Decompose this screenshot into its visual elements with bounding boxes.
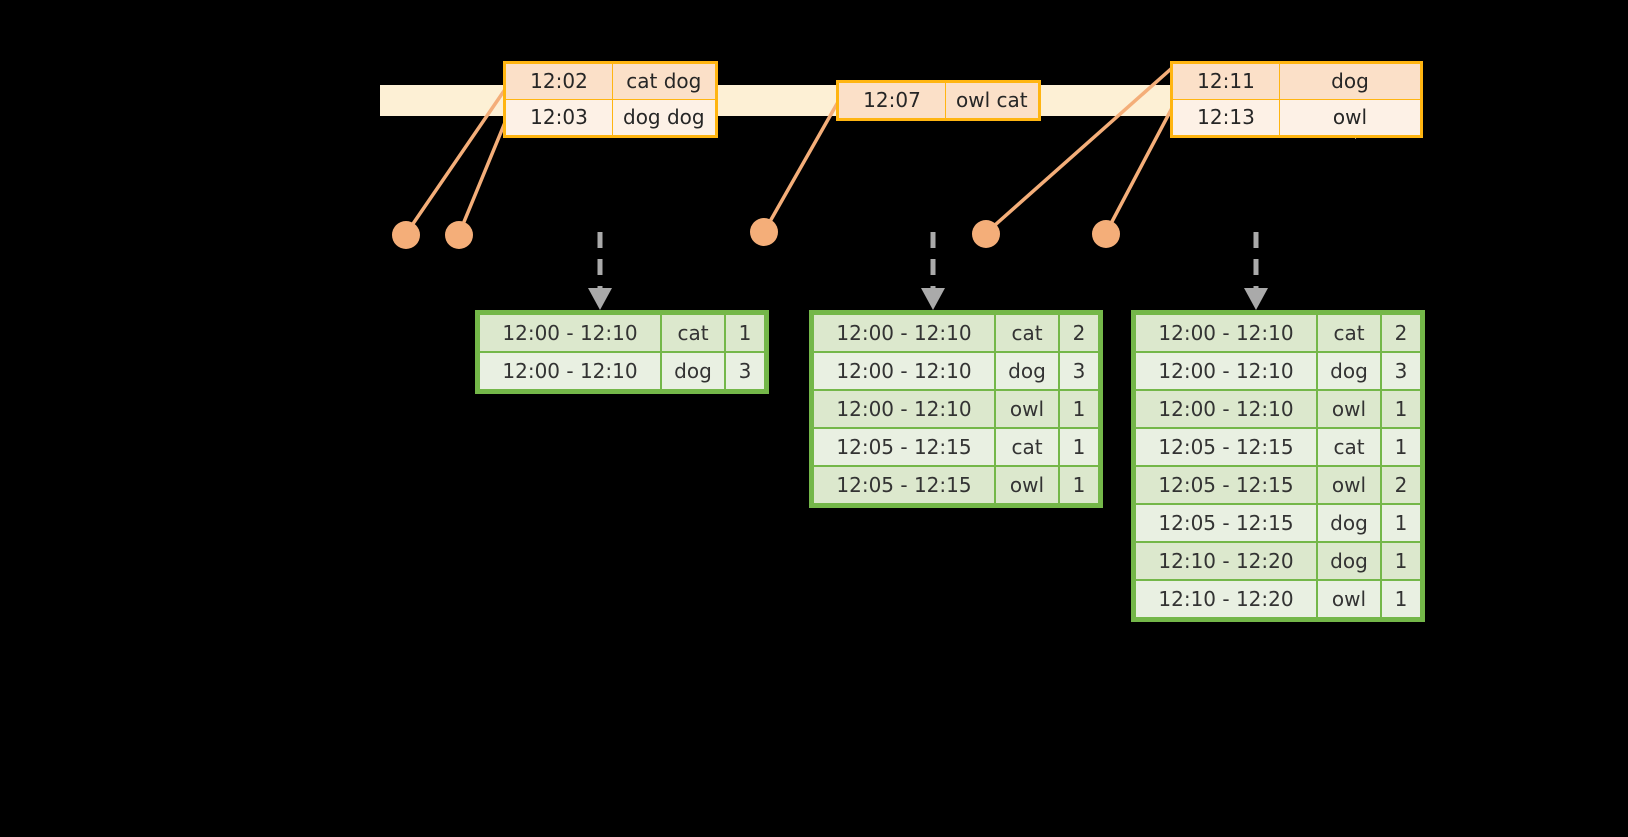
word-cell: cat [996, 429, 1058, 465]
leader-line-12-03 [457, 118, 508, 236]
window-cell: 12:05 - 12:15 [814, 429, 994, 465]
window-cell: 12:00 - 12:10 [480, 315, 660, 351]
event-time: 12:03 [504, 99, 613, 137]
event-row: 12:07 owl cat [837, 81, 1040, 120]
word-cell: owl [996, 467, 1058, 503]
emit-arrow-1-icon [588, 232, 612, 310]
count-cell: 2 [1060, 315, 1098, 351]
window-cell: 12:05 - 12:15 [1136, 429, 1316, 465]
event-time: 12:11 [1171, 62, 1280, 100]
count-cell: 1 [1060, 467, 1098, 503]
window-cell: 12:00 - 12:10 [480, 353, 660, 389]
window-cell: 12:05 - 12:15 [814, 467, 994, 503]
table-row: 12:00 - 12:10 cat 2 [814, 315, 1098, 351]
event-time: 12:07 [837, 81, 946, 120]
table-row: 12:10 - 12:20 owl 1 [1136, 581, 1420, 617]
window-cell: 12:10 - 12:20 [1136, 543, 1316, 579]
table-row: 12:00 - 12:10 cat 2 [1136, 315, 1420, 351]
count-cell: 1 [1382, 543, 1420, 579]
leader-line-12-07 [762, 100, 840, 234]
table-row: 12:00 - 12:10 owl 1 [814, 391, 1098, 427]
event-row: 12:13 owl [1171, 99, 1422, 137]
result-table-1: 12:00 - 12:10 cat 1 12:00 - 12:10 dog 3 [475, 310, 769, 394]
emit-arrow-3-icon [1244, 232, 1268, 310]
event-marker-12-13-icon [1092, 220, 1120, 248]
window-cell: 12:00 - 12:10 [814, 391, 994, 427]
event-row: 12:02 cat dog [504, 62, 717, 100]
window-cell: 12:10 - 12:20 [1136, 581, 1316, 617]
event-time: 12:13 [1171, 99, 1280, 137]
window-cell: 12:00 - 12:10 [1136, 315, 1316, 351]
events-group-3: 12:11 dog 12:13 owl [1170, 61, 1423, 138]
table-row: 12:00 - 12:10 dog 3 [814, 353, 1098, 389]
result-table-3: 12:00 - 12:10 cat 2 12:00 - 12:10 dog 3 … [1131, 310, 1425, 622]
word-cell: owl [1318, 391, 1380, 427]
count-cell: 2 [1382, 467, 1420, 503]
emit-arrows [588, 232, 1268, 310]
count-cell: 3 [726, 353, 764, 389]
event-marker-12-11-icon [972, 220, 1000, 248]
count-cell: 1 [1382, 505, 1420, 541]
event-words: dog dog [612, 99, 717, 137]
window-cell: 12:00 - 12:10 [814, 353, 994, 389]
word-cell: dog [1318, 353, 1380, 389]
count-cell: 1 [1060, 391, 1098, 427]
event-words: dog [1279, 62, 1422, 100]
word-cell: owl [1318, 581, 1380, 617]
word-cell: dog [1318, 505, 1380, 541]
table-row: 12:05 - 12:15 owl 2 [1136, 467, 1420, 503]
table-row: 12:05 - 12:15 dog 1 [1136, 505, 1420, 541]
event-words: owl [1279, 99, 1422, 137]
word-cell: dog [1318, 543, 1380, 579]
table-row: 12:00 - 12:10 dog 3 [1136, 353, 1420, 389]
event-time: 12:02 [504, 62, 613, 100]
window-cell: 12:00 - 12:10 [1136, 353, 1316, 389]
word-cell: cat [1318, 315, 1380, 351]
event-words: cat dog [612, 62, 717, 100]
marker-dots [392, 218, 1120, 249]
events-group-1: 12:02 cat dog 12:03 dog dog [503, 61, 718, 138]
table-row: 12:05 - 12:15 owl 1 [814, 467, 1098, 503]
count-cell: 3 [1382, 353, 1420, 389]
window-cell: 12:00 - 12:10 [1136, 391, 1316, 427]
events-group-2: 12:07 owl cat [836, 80, 1041, 121]
table-row: 12:00 - 12:10 owl 1 [1136, 391, 1420, 427]
count-cell: 1 [726, 315, 764, 351]
emit-arrow-2-icon [921, 232, 945, 310]
count-cell: 3 [1060, 353, 1098, 389]
count-cell: 1 [1382, 391, 1420, 427]
window-cell: 12:05 - 12:15 [1136, 505, 1316, 541]
window-cell: 12:00 - 12:10 [814, 315, 994, 351]
word-cell: cat [662, 315, 724, 351]
leader-line-12-13 [1104, 106, 1174, 235]
table-row: 12:05 - 12:15 cat 1 [814, 429, 1098, 465]
event-marker-12-07-icon [750, 218, 778, 246]
word-cell: cat [1318, 429, 1380, 465]
event-words: owl cat [945, 81, 1040, 120]
count-cell: 1 [1382, 429, 1420, 465]
event-row: 12:11 dog [1171, 62, 1422, 100]
word-cell: dog [996, 353, 1058, 389]
word-cell: owl [996, 391, 1058, 427]
window-cell: 12:05 - 12:15 [1136, 467, 1316, 503]
word-cell: dog [662, 353, 724, 389]
table-row: 12:00 - 12:10 dog 3 [480, 353, 764, 389]
table-row: 12:00 - 12:10 cat 1 [480, 315, 764, 351]
table-row: 12:10 - 12:20 dog 1 [1136, 543, 1420, 579]
word-cell: cat [996, 315, 1058, 351]
count-cell: 1 [1382, 581, 1420, 617]
event-marker-12-02-icon [392, 221, 420, 249]
event-row: 12:03 dog dog [504, 99, 717, 137]
count-cell: 2 [1382, 315, 1420, 351]
word-cell: owl [1318, 467, 1380, 503]
table-row: 12:05 - 12:15 cat 1 [1136, 429, 1420, 465]
result-table-2: 12:00 - 12:10 cat 2 12:00 - 12:10 dog 3 … [809, 310, 1103, 508]
leader-line-12-02 [404, 86, 508, 236]
count-cell: 1 [1060, 429, 1098, 465]
event-marker-12-03-icon [445, 221, 473, 249]
